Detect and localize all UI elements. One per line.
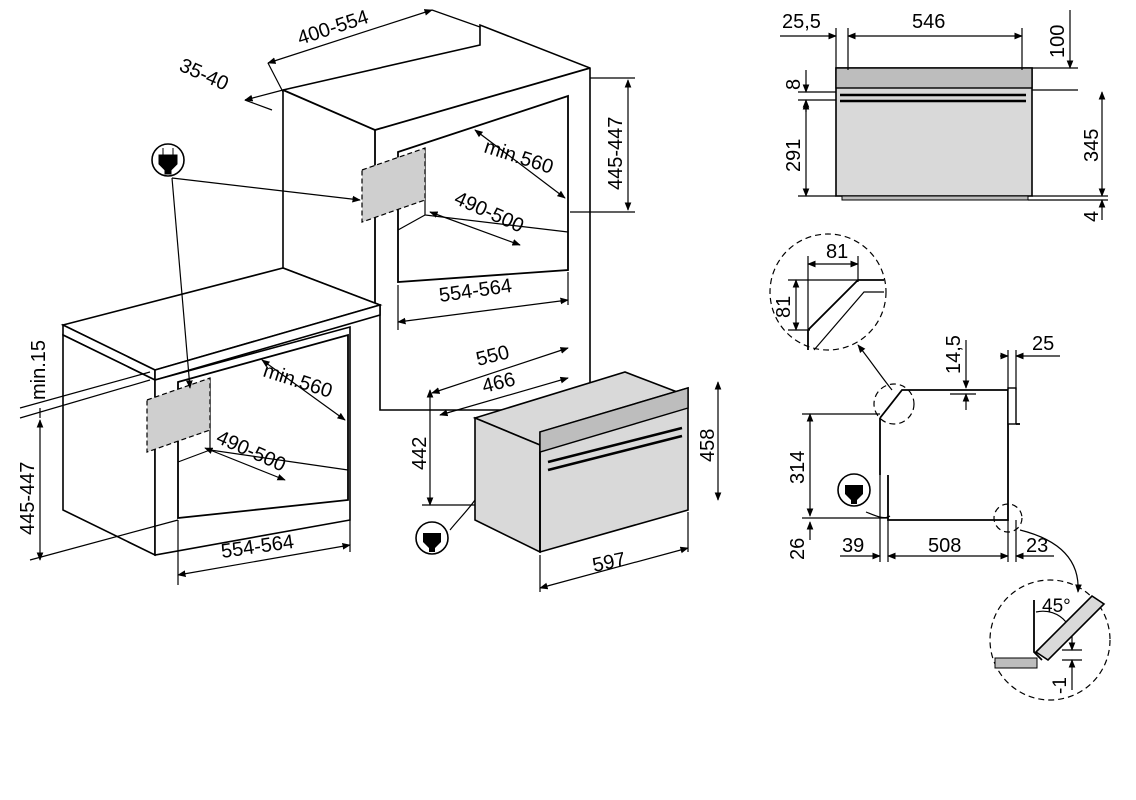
- dim-top-gap: 35-40: [176, 54, 284, 111]
- oven-side-view: [865, 383, 1023, 533]
- dim-label: 546: [912, 11, 945, 33]
- dim-label: min.15: [28, 340, 50, 400]
- dim-upper-height: 445-447: [570, 77, 635, 213]
- dim-label: 508: [928, 535, 961, 557]
- dim-label: 345: [1081, 129, 1103, 162]
- detail-45: 45° -1: [989, 579, 1111, 701]
- dim-oven-458: 458: [697, 381, 722, 501]
- dim-label: -1: [1050, 677, 1071, 694]
- dim-label: 23: [1026, 535, 1048, 557]
- dim-label: 14,5: [943, 335, 965, 374]
- plug-icon: [151, 143, 185, 177]
- dim-label: 25: [1032, 333, 1054, 355]
- dim-oven-442: 442: [409, 389, 475, 506]
- detail-corner: 81 81: [769, 233, 887, 351]
- dim-label: 45°: [1042, 596, 1071, 617]
- dim-label: 8: [783, 79, 805, 90]
- dim-label: 445-447: [17, 462, 39, 535]
- dim-label: 458: [697, 429, 719, 462]
- dim-label: 81: [826, 241, 848, 263]
- dim-label: 81: [773, 296, 795, 318]
- electrical-zone-upper: [361, 147, 426, 223]
- dim-label: 400-554: [295, 6, 372, 50]
- plug-icon: [415, 521, 449, 555]
- dim-label: 314: [787, 451, 809, 484]
- oven-3d: [449, 371, 689, 554]
- dim-label: 35-40: [176, 54, 232, 95]
- dim-label: 26: [787, 538, 809, 560]
- dim-label: 25,5: [782, 11, 821, 33]
- dim-label: 291: [783, 139, 805, 172]
- dim-lower-height: 445-447: [17, 419, 179, 561]
- oven-front-view: [835, 67, 1033, 201]
- dim-label: 39: [842, 535, 864, 557]
- dim-label: 4: [1081, 211, 1103, 222]
- dim-label: 597: [590, 548, 627, 576]
- dim-label: 442: [409, 437, 431, 470]
- dim-label: 100: [1047, 25, 1069, 58]
- plug-icon: [837, 473, 871, 507]
- dim-label: 445-447: [605, 117, 627, 190]
